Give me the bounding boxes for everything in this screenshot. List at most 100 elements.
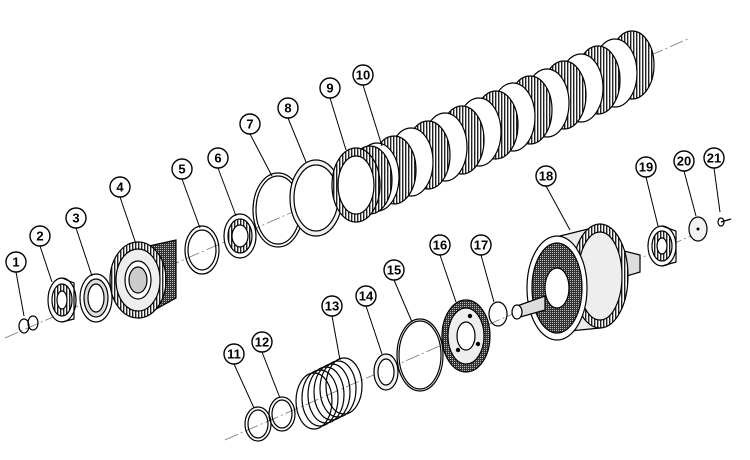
callout-leader-line bbox=[545, 185, 571, 231]
part-4-gear bbox=[109, 239, 177, 320]
callout-leader-line bbox=[329, 97, 347, 151]
callout-number: 12 bbox=[255, 335, 269, 350]
callout-4: 4 bbox=[109, 176, 137, 245]
callout-leader-line bbox=[393, 279, 413, 323]
callout-number: 17 bbox=[474, 238, 488, 253]
callout-number: 8 bbox=[284, 101, 291, 116]
callout-leader-line bbox=[365, 305, 383, 355]
part-15-o-ring bbox=[396, 318, 444, 392]
callout-bubble bbox=[321, 295, 343, 317]
part-6-bearing bbox=[223, 213, 257, 259]
part-16-piston bbox=[441, 299, 491, 373]
part-9-disc bbox=[331, 147, 381, 223]
callout-7: 7 bbox=[239, 113, 273, 177]
callout-number: 11 bbox=[227, 347, 241, 362]
callout-bubble bbox=[5, 251, 27, 273]
callout-bubble bbox=[277, 97, 299, 119]
part-19-bearing bbox=[647, 225, 677, 267]
callout-14: 14 bbox=[355, 285, 383, 355]
callout-bubble bbox=[109, 176, 131, 198]
callout-leader-line bbox=[713, 167, 721, 213]
callout-bubble bbox=[635, 156, 657, 178]
part-3-bearing-race bbox=[79, 273, 113, 323]
callout-number: 14 bbox=[359, 289, 374, 304]
callout-number: 4 bbox=[116, 180, 124, 195]
callout-leader-line bbox=[439, 254, 457, 303]
part-21-bolt bbox=[717, 217, 732, 227]
callout-bubble bbox=[352, 64, 374, 86]
part-12-ring bbox=[268, 396, 296, 432]
callout-number: 13 bbox=[325, 299, 339, 314]
callout-leader-line bbox=[75, 227, 93, 277]
part-18-drum-housing bbox=[511, 223, 641, 341]
callout-leader-line bbox=[261, 351, 281, 399]
callout-bubble bbox=[65, 207, 87, 229]
part-2-tapered-bearing bbox=[47, 277, 77, 323]
callout-bubble bbox=[239, 113, 261, 135]
callout-12: 12 bbox=[251, 331, 281, 399]
callout-leader-line bbox=[249, 133, 273, 177]
callout-9: 9 bbox=[319, 77, 347, 151]
callout-number: 10 bbox=[356, 68, 370, 83]
callout-leader-line bbox=[645, 176, 659, 227]
part-11-snap-ring bbox=[244, 406, 272, 442]
callout-leader-line bbox=[217, 167, 237, 217]
part-14-washer bbox=[373, 353, 399, 391]
callout-bubble bbox=[673, 150, 695, 172]
callout-leader-line bbox=[15, 271, 25, 317]
part-17-o-ring bbox=[488, 301, 508, 327]
part-20-end-cap bbox=[688, 216, 708, 242]
callout-number: 5 bbox=[178, 162, 185, 177]
callout-leader-line bbox=[39, 245, 53, 283]
callout-1: 1 bbox=[5, 251, 27, 317]
callout-5: 5 bbox=[171, 158, 201, 229]
callout-number: 7 bbox=[246, 117, 253, 132]
callout-20: 20 bbox=[673, 150, 697, 217]
callout-bubble bbox=[207, 147, 229, 169]
callout-10: 10 bbox=[352, 64, 383, 147]
callout-6: 6 bbox=[207, 147, 237, 217]
callout-leader-line bbox=[287, 117, 307, 163]
callout-leader-line bbox=[181, 178, 201, 229]
part-10-clutch-pack bbox=[347, 30, 655, 215]
callout-bubble bbox=[355, 285, 377, 307]
callout-number: 3 bbox=[72, 211, 79, 226]
callout-leader-line bbox=[683, 170, 697, 217]
part-8-pressure-plate bbox=[289, 159, 343, 237]
callout-leader-line bbox=[233, 363, 255, 409]
callout-11: 11 bbox=[223, 343, 255, 409]
callout-3: 3 bbox=[65, 207, 93, 277]
callout-leader-line bbox=[480, 254, 495, 303]
callout-16: 16 bbox=[429, 234, 457, 303]
callout-18: 18 bbox=[535, 165, 571, 231]
callout-number: 1 bbox=[12, 255, 19, 270]
callout-2: 2 bbox=[29, 225, 53, 283]
callout-number: 2 bbox=[36, 229, 43, 244]
callout-8: 8 bbox=[277, 97, 307, 163]
callout-number: 20 bbox=[677, 154, 691, 169]
callout-bubble bbox=[29, 225, 51, 247]
callout-bubble bbox=[383, 259, 405, 281]
callout-bubble bbox=[535, 165, 557, 187]
callout-13: 13 bbox=[321, 295, 343, 361]
part-13-spring bbox=[295, 357, 363, 430]
part-5-snap-ring bbox=[184, 225, 220, 275]
callout-21: 21 bbox=[703, 147, 725, 213]
callout-number: 6 bbox=[214, 151, 221, 166]
callout-bubble bbox=[470, 234, 492, 256]
callout-number: 16 bbox=[433, 238, 447, 253]
callout-leader-line bbox=[331, 315, 341, 361]
callout-bubble bbox=[223, 343, 245, 365]
callout-bubble bbox=[251, 331, 273, 353]
callout-19: 19 bbox=[635, 156, 659, 227]
callout-number: 9 bbox=[326, 81, 333, 96]
callout-leader-line bbox=[362, 84, 383, 147]
callout-number: 19 bbox=[639, 160, 653, 175]
callout-bubble bbox=[171, 158, 193, 180]
callout-bubble bbox=[703, 147, 725, 169]
callout-number: 18 bbox=[539, 169, 553, 184]
callout-15: 15 bbox=[383, 259, 413, 323]
callout-17: 17 bbox=[470, 234, 495, 303]
